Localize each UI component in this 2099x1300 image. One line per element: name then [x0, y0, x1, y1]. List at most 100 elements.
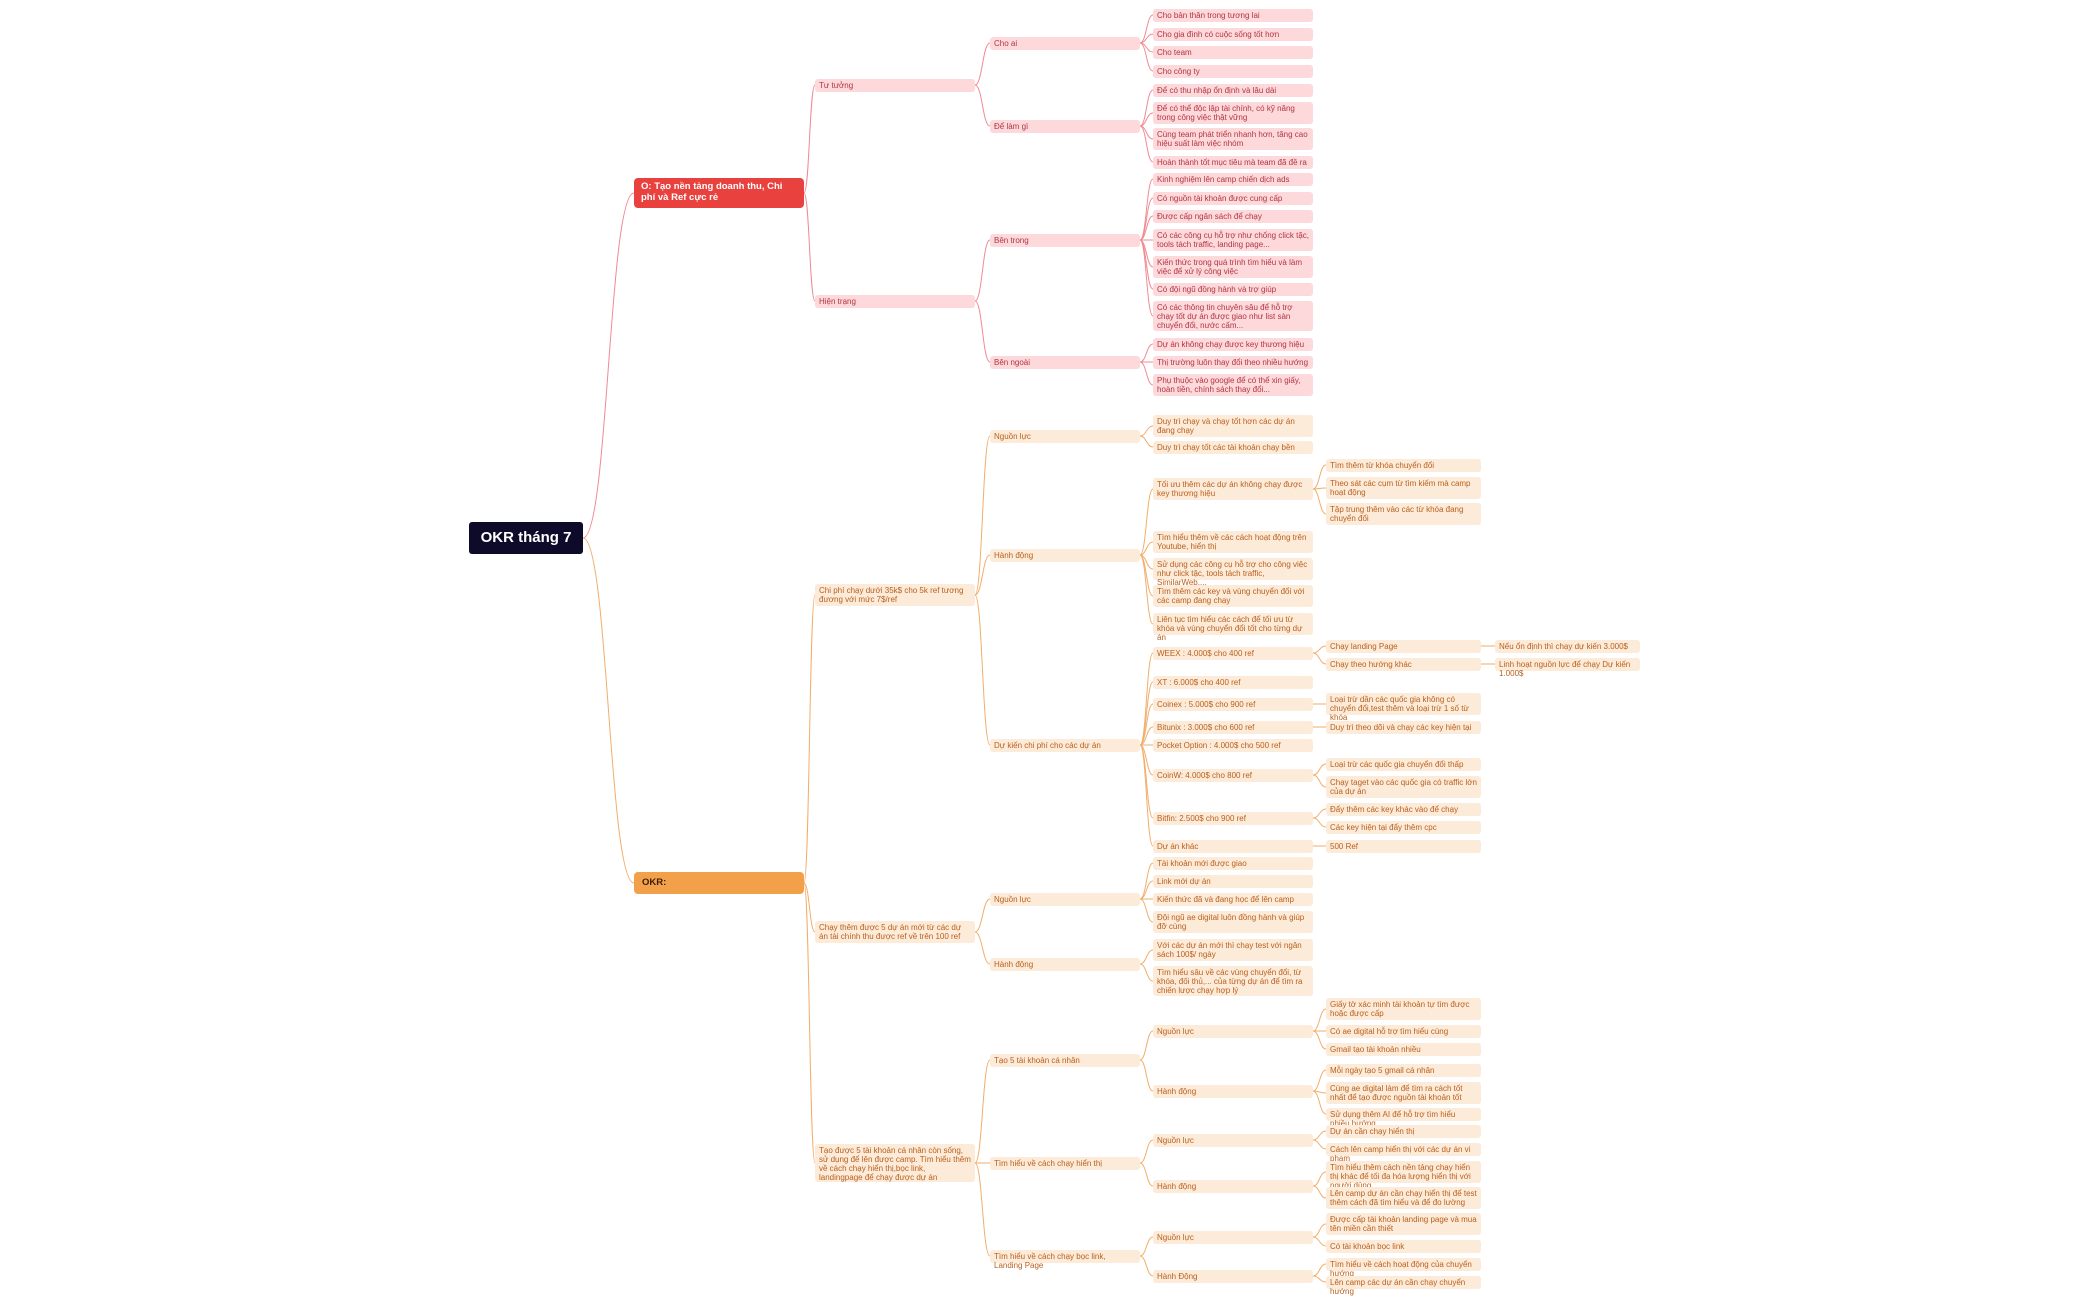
project-pocket-option[interactable]: Pocket Option : 4.000$ cho 500 ref — [1153, 739, 1313, 752]
tu-tuong-node[interactable]: Tư tưởng — [815, 79, 975, 92]
kr2-nguon-luc-item[interactable]: Đội ngũ ae digital luôn đồng hành và giú… — [1153, 911, 1313, 933]
project-weex[interactable]: WEEX : 4.000$ cho 400 ref — [1153, 647, 1313, 660]
kr3-g1-hanh-dong-item[interactable]: Sử dụng thêm AI để hỗ trợ tìm hiểu nhiều… — [1326, 1108, 1481, 1128]
kr3-g1-hanh-dong-item[interactable]: Mỗi ngày tạo 5 gmail cá nhân — [1326, 1064, 1481, 1077]
ben-trong-item[interactable]: Kinh nghiệm lên camp chiến dịch ads — [1153, 173, 1313, 186]
kr1-hanh-dong-item[interactable]: Sử dụng các công cụ hỗ trợ cho công việc… — [1153, 558, 1313, 587]
bitunix-action[interactable]: Duy trì theo dõi và chạy các key hiện tạ… — [1326, 721, 1481, 734]
ben-ngoai-item[interactable]: Thị trường luôn thay đổi theo nhiều hướn… — [1153, 356, 1313, 369]
coinw-action[interactable]: Chạy taget vào các quốc gia có traffic l… — [1326, 776, 1481, 798]
kr1-nguon-luc-item[interactable]: Duy trì chạy tốt các tài khoản chạy bền — [1153, 441, 1313, 454]
kr2-nguon-luc-node[interactable]: Nguồn lực — [990, 893, 1140, 906]
kr3-g3-nguon-luc-item[interactable]: Được cấp tài khoản landing page và mua t… — [1326, 1213, 1481, 1235]
ben-ngoai-item[interactable]: Phụ thuộc vào google để có thể xin giấy,… — [1153, 374, 1313, 396]
project-other[interactable]: Dự án khác — [1153, 840, 1313, 853]
kr1-nguon-luc-node[interactable]: Nguồn lực — [990, 430, 1140, 443]
project-bitunix[interactable]: Bitunix : 3.000$ cho 600 ref — [1153, 721, 1313, 734]
kr3-g3-hanh-dong-item[interactable]: Lên camp các dự án cần chạy chuyển hướng — [1326, 1276, 1481, 1296]
kr3-g2-hanh-dong-node[interactable]: Hành động — [1153, 1180, 1313, 1193]
kr3-g2-nguon-luc-item[interactable]: Dự án cần chạy hiển thị — [1326, 1125, 1481, 1138]
coinw-action[interactable]: Loại trừ các quốc gia chuyển đổi thấp — [1326, 758, 1481, 771]
project-bitfin[interactable]: Bitfin: 2.500$ cho 900 ref — [1153, 812, 1313, 825]
kr1-nguon-luc-item[interactable]: Duy trì chạy và chạy tốt hơn các dự án đ… — [1153, 415, 1313, 437]
ben-trong-item[interactable]: Có đội ngũ đồng hành và trợ giúp — [1153, 283, 1313, 296]
hien-trang-node[interactable]: Hiện trạng — [815, 295, 975, 308]
ben-trong-item[interactable]: Có các thông tin chuyên sâu để hỗ trợ ch… — [1153, 301, 1313, 331]
kr1-node[interactable]: Chi phí chạy dưới 35k$ cho 5k ref tương … — [815, 584, 975, 606]
ben-trong-node[interactable]: Bên trong — [990, 234, 1140, 247]
de-lam-gi-item[interactable]: Cùng team phát triển nhanh hơn, tăng cao… — [1153, 128, 1313, 150]
ben-trong-item[interactable]: Có các công cụ hỗ trợ như chống click tặ… — [1153, 229, 1313, 251]
kr2-hanh-dong-item[interactable]: Tìm hiểu sâu về các vùng chuyển đổi, từ … — [1153, 966, 1313, 996]
kr1-hanh-dong-node[interactable]: Hành động — [990, 549, 1140, 562]
kr2-node[interactable]: Chạy thêm được 5 dự án mới từ các dự án … — [815, 921, 975, 943]
cho-ai-item[interactable]: Cho công ty — [1153, 65, 1313, 78]
kr1-hanh-dong-item[interactable]: Liên tục tìm hiểu các cách để tối ưu từ … — [1153, 613, 1313, 642]
weex-option[interactable]: Chạy landing Page — [1326, 640, 1481, 653]
other-ref[interactable]: 500 Ref — [1326, 840, 1481, 853]
kr1-hanh-dong-item[interactable]: Tìm hiểu thêm về các cách hoạt động trên… — [1153, 531, 1313, 553]
kr2-hanh-dong-item[interactable]: Với các dự án mới thì chạy test với ngân… — [1153, 939, 1313, 961]
kr3-g1-nguon-luc-item[interactable]: Gmail tạo tài khoản nhiều — [1326, 1043, 1481, 1056]
cho-ai-item[interactable]: Cho team — [1153, 46, 1313, 59]
kr3-goal-node[interactable]: Tìm hiểu về cách chạy hiển thị — [990, 1157, 1140, 1170]
kr1-hd1-sub-item[interactable]: Theo sát các cụm từ tìm kiếm mà camp hoạ… — [1326, 477, 1481, 499]
ben-ngoai-node[interactable]: Bên ngoài — [990, 356, 1140, 369]
kr3-g3-nguon-luc-node[interactable]: Nguồn lực — [1153, 1231, 1313, 1244]
kr3-g1-nguon-luc-node[interactable]: Nguồn lực — [1153, 1025, 1313, 1038]
weex-option-detail[interactable]: Nếu ổn định thì chạy dự kiến 3.000$ — [1495, 640, 1640, 653]
kr3-g1-hanh-dong-node[interactable]: Hành động — [1153, 1085, 1313, 1098]
kr1-hd1-sub-item[interactable]: Tập trung thêm vào các từ khóa đang chuy… — [1326, 503, 1481, 525]
ben-trong-item[interactable]: Được cấp ngân sách để chạy — [1153, 210, 1313, 223]
kr3-g3-hanh-dong-node[interactable]: Hành Động — [1153, 1270, 1313, 1283]
connector-line — [803, 594, 816, 884]
cho-ai-item[interactable]: Cho gia đình có cuộc sống tốt hơn — [1153, 28, 1313, 41]
de-lam-gi-item[interactable]: Để có thể độc lập tài chính, có kỹ năng … — [1153, 102, 1313, 124]
okr-node[interactable]: OKR: — [634, 872, 804, 894]
kr3-g3-nguon-luc-item[interactable]: Có tài khoản bọc link — [1326, 1240, 1481, 1253]
kr1-hanh-dong-item[interactable]: Tối ưu thêm các dự án không chạy được ke… — [1153, 478, 1313, 500]
bitfin-action[interactable]: Các key hiện tại đẩy thêm cpc — [1326, 821, 1481, 834]
kr3-goal-node[interactable]: Tạo 5 tài khoản cá nhân — [990, 1054, 1140, 1067]
kr3-g2-nguon-luc-node[interactable]: Nguồn lực — [1153, 1134, 1313, 1147]
kr2-nguon-luc-item[interactable]: Link mới dự án — [1153, 875, 1313, 888]
connector-line — [1312, 1139, 1327, 1150]
de-lam-gi-node[interactable]: Để làm gì — [990, 120, 1140, 133]
weex-option[interactable]: Chạy theo hướng khác — [1326, 658, 1481, 671]
connector-line — [1312, 1171, 1327, 1187]
kr2-hanh-dong-node[interactable]: Hành động — [990, 958, 1140, 971]
weex-option-detail[interactable]: Linh hoạt nguồn lực để chạy Dự kiến 1.00… — [1495, 658, 1640, 678]
coinex-action[interactable]: Loại trừ dần các quốc gia không có chuyể… — [1326, 693, 1481, 722]
kr3-g2-hanh-dong-item[interactable]: Lên camp dự án cần chạy hiển thị để test… — [1326, 1187, 1481, 1209]
bitfin-action[interactable]: Đẩy thêm các key khác vào để chạy — [1326, 803, 1481, 816]
connector-line — [1312, 464, 1327, 490]
kr3-g2-hanh-dong-item[interactable]: Tìm hiểu thêm cách nền tảng chạy hiển th… — [1326, 1161, 1481, 1190]
connector-line — [1139, 963, 1154, 982]
project-xt[interactable]: XT : 6.000$ cho 400 ref — [1153, 676, 1313, 689]
de-lam-gi-item[interactable]: Hoàn thành tốt mục tiêu mà team đã đề ra — [1153, 156, 1313, 169]
kr2-nguon-luc-item[interactable]: Tài khoản mới được giao — [1153, 857, 1313, 870]
kr1-hd1-sub-item[interactable]: Tìm thêm từ khóa chuyển đổi — [1326, 459, 1481, 472]
objective-node[interactable]: O: Tạo nền tảng doanh thu, Chi phí và Re… — [634, 178, 804, 208]
project-coinw[interactable]: CoinW: 4.000$ cho 800 ref — [1153, 769, 1313, 782]
connector-line — [974, 300, 991, 363]
kr3-g1-nguon-luc-item[interactable]: Giấy tờ xác minh tài khoản tự tìm được h… — [1326, 998, 1481, 1020]
root-node[interactable]: OKR tháng 7 — [469, 522, 583, 554]
de-lam-gi-item[interactable]: Để có thu nhập ổn định và lâu dài — [1153, 84, 1313, 97]
cho-ai-node[interactable]: Cho ai — [990, 37, 1140, 50]
cho-ai-item[interactable]: Cho bản thân trong tương lai — [1153, 9, 1313, 22]
kr3-g3-hanh-dong-item[interactable]: Tìm hiểu về cách hoạt động của chuyển hư… — [1326, 1258, 1481, 1278]
project-coinex[interactable]: Coinex : 5.000$ cho 900 ref — [1153, 698, 1313, 711]
kr3-g1-nguon-luc-item[interactable]: Có ae digital hỗ trợ tìm hiểu cùng — [1326, 1025, 1481, 1038]
kr1-hanh-dong-item[interactable]: Tìm thêm các key và vùng chuyển đổi với … — [1153, 585, 1313, 607]
kr3-goal-node[interactable]: Tìm hiểu về cách chạy bọc link, Landing … — [990, 1250, 1140, 1270]
ben-trong-item[interactable]: Kiến thức trong quá trình tìm hiểu và là… — [1153, 256, 1313, 278]
ben-ngoai-item[interactable]: Dự án không chạy được key thương hiệu — [1153, 338, 1313, 351]
kr1-du-kien-node[interactable]: Dự kiến chi phí cho các dự án — [990, 739, 1140, 752]
kr2-nguon-luc-item[interactable]: Kiến thức đã và đang học để lên camp — [1153, 893, 1313, 906]
ben-trong-item[interactable]: Có nguồn tài khoản được cung cấp — [1153, 192, 1313, 205]
kr3-node[interactable]: Tạo được 5 tài khoản cá nhân còn sống, s… — [815, 1144, 975, 1182]
kr3-g1-hanh-dong-item[interactable]: Cùng ae digital làm để tìm ra cách tốt n… — [1326, 1082, 1481, 1104]
kr3-g2-nguon-luc-item[interactable]: Cách lên camp hiển thị với các dự án vi … — [1326, 1143, 1481, 1163]
